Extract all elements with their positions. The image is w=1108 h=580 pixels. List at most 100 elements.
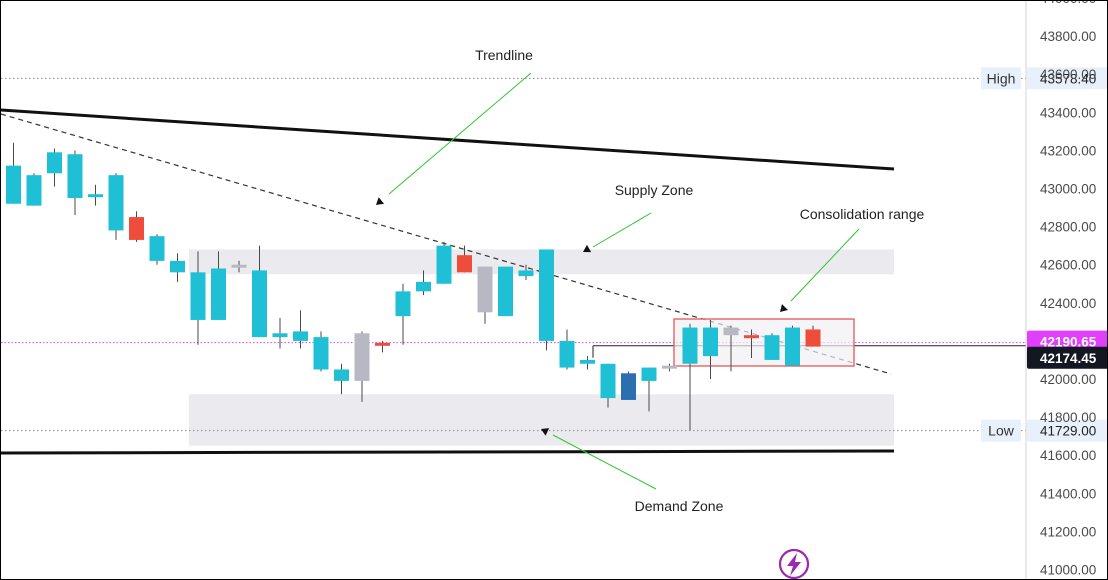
y-tick-label: 41400.00 [1040,486,1096,501]
low-value: 41729.00 [1040,424,1096,439]
candle-body [272,333,288,338]
consolidation-box [673,318,855,367]
candle [395,283,411,345]
candle-body [354,333,370,381]
candle-body [559,340,575,368]
candle [129,211,144,242]
candle-body [723,327,739,336]
y-tick-label: 41600.00 [1040,448,1096,463]
candle [108,173,124,240]
supply-arrow [583,244,592,253]
candle [477,266,493,324]
trendlines-layer [1,108,895,455]
candle [293,310,308,349]
candle-body [211,268,226,320]
y-tick-label: 42000.00 [1040,372,1096,387]
consolidation-pointer [790,228,860,302]
candle [416,270,431,296]
candle [744,329,759,359]
candle [518,264,534,280]
candle-body [170,260,185,273]
candle [149,234,165,265]
candle [641,367,657,412]
candle-body [641,367,657,381]
candle-body [764,335,780,360]
candle [559,329,575,370]
candle-body [313,337,329,370]
y-tick-label: 42800.00 [1040,220,1096,235]
y-tick-label: 41000.00 [1040,563,1096,578]
dashed-trendline [1,113,892,375]
candle [539,249,554,351]
candle [67,150,83,216]
low-label-box [981,419,1021,442]
low-label: Low [988,423,1015,439]
candle [170,253,185,282]
high-value-box [1027,67,1107,90]
trendline-arrow [376,197,385,205]
y-tick-label: 43400.00 [1040,105,1096,120]
candle [436,241,452,284]
candle [662,363,677,372]
candle [785,325,800,366]
low-value-box [1027,419,1107,442]
y-tick-label: 43800.00 [1040,29,1096,44]
candle-body [190,272,206,320]
y-tick-label: 41200.00 [1040,524,1096,539]
y-tick-label: 43600.00 [1040,67,1096,82]
price-tag-box [1027,346,1107,369]
candle [621,371,636,400]
candle [88,184,103,206]
candle [211,251,226,320]
supply-pointer [592,212,652,248]
candle [600,363,616,408]
candle [231,260,247,273]
candle-body [580,359,595,364]
candle-body [539,249,554,341]
candle [723,325,739,372]
y-tick-label: 44000.00 [1040,1,1096,6]
candle-body [395,291,411,317]
candle-body [67,154,83,199]
candle-body [436,245,452,284]
candle [252,245,267,338]
candle-body [621,373,636,400]
supply-zone-annotation: Supply Zone [615,182,694,198]
y-tick-label: 42600.00 [1040,258,1096,273]
upper-trendline [1,108,895,171]
demand-zone [189,394,894,446]
candle-body [785,327,800,366]
y-tick-label: 43000.00 [1040,182,1096,197]
y-tick-label: 41800.00 [1040,410,1096,425]
candle [805,325,821,347]
candle [6,142,21,204]
candle [498,266,513,317]
candle [313,331,329,372]
price-tag-label: 42174.45 [1040,351,1097,366]
candle-body [682,327,698,364]
candle [47,148,62,187]
price-tag-label: 42190.65 [1040,335,1097,350]
candle [375,340,390,353]
lower-trendline [1,449,895,455]
candle-body [108,175,124,231]
bolt-icon[interactable] [778,548,810,579]
candle-body [805,329,821,347]
candle-body [457,255,472,273]
candle-body [703,327,718,357]
candle-body [231,264,247,268]
candle-body [498,266,513,317]
candle-body [293,331,308,341]
demand-zone-annotation: Demand Zone [635,498,724,514]
consolidation-arrow [780,304,788,312]
demand-pointer [552,434,657,490]
candle-body [375,342,390,346]
candle [580,356,595,370]
y-tick-label: 42400.00 [1040,296,1096,311]
candle-body [518,270,534,277]
candle [354,331,370,402]
